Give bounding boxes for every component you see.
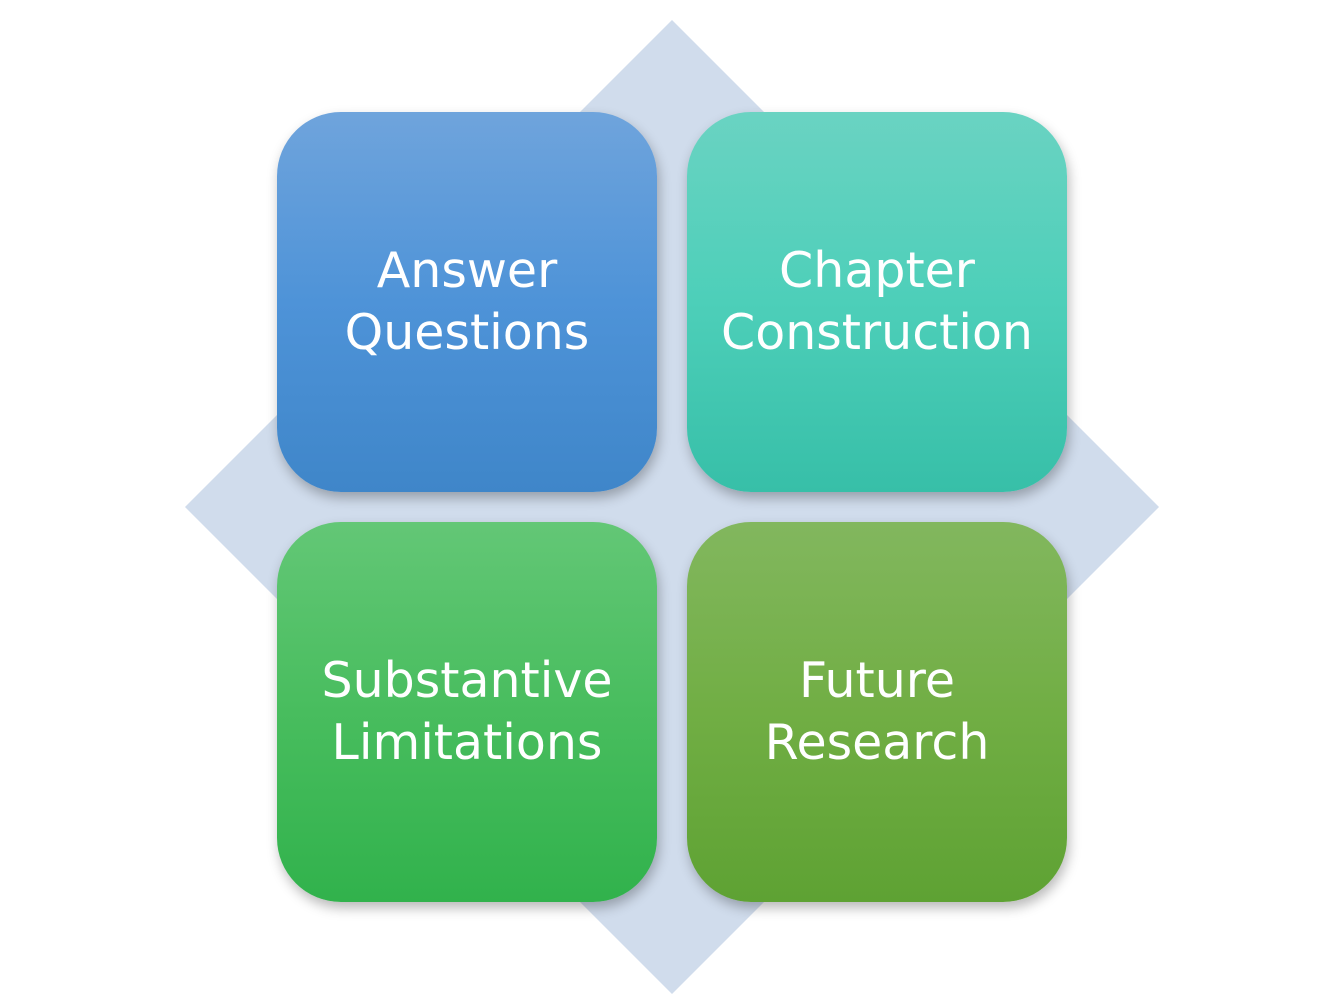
tile-answer-questions-line-1: Answer [376, 242, 558, 299]
tile-substantive-limitations: Substantive Limitations [277, 522, 657, 902]
tile-chapter-construction-line-1: Chapter [779, 242, 975, 299]
tile-future-research: Future Research [687, 522, 1067, 902]
tile-future-research-line-2: Research [764, 714, 990, 771]
tile-substantive-limitations-line-1: Substantive [321, 652, 613, 709]
tile-chapter-construction-line-2: Construction [721, 304, 1033, 361]
tile-substantive-limitations-line-2: Limitations [331, 714, 603, 771]
tile-chapter-construction: Chapter Construction [687, 112, 1067, 492]
tile-future-research-line-1: Future [798, 652, 956, 709]
tile-answer-questions: Answer Questions [277, 112, 657, 492]
tile-answer-questions-line-2: Questions [344, 304, 590, 361]
